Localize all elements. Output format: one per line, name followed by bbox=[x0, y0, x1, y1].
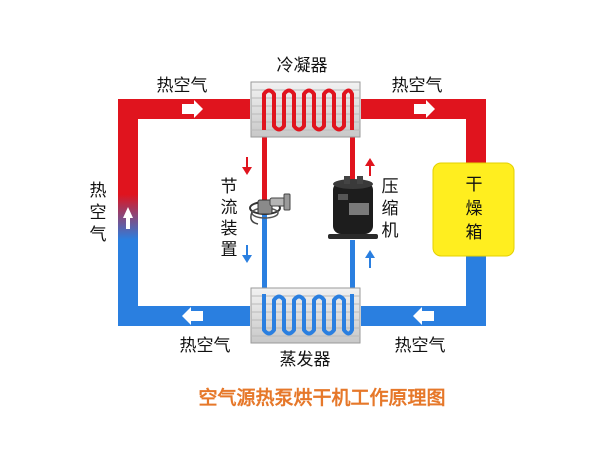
arrow-left-up-icon bbox=[123, 207, 133, 229]
arrow-top-right-icon bbox=[414, 100, 435, 118]
diagram-title: 空气源热泵烘干机工作原理图 bbox=[198, 386, 445, 409]
arrow-bottom-left-icon bbox=[182, 307, 203, 325]
condenser-label: 冷凝器 bbox=[277, 56, 328, 76]
compressor-label-char: 机 bbox=[382, 221, 399, 241]
hot-air-left-char: 热 bbox=[90, 181, 107, 201]
arrow-up-red-icon bbox=[365, 158, 375, 176]
evaporator-coil bbox=[250, 287, 361, 344]
hot-air-top-left-label: 热空气 bbox=[157, 76, 208, 96]
refrigerant-lines bbox=[262, 120, 355, 294]
dryer-label-char: 箱 bbox=[466, 223, 483, 243]
dryer-label-char: 燥 bbox=[466, 199, 483, 219]
compressor-label-char: 压 bbox=[382, 177, 399, 197]
arrow-icon bbox=[123, 100, 435, 325]
throttle-label-char: 装 bbox=[221, 219, 238, 239]
throttle-label-char: 节 bbox=[221, 177, 238, 197]
hot-air-bottom-right-label: 热空气 bbox=[395, 336, 446, 356]
arrow-down-red-icon bbox=[242, 157, 252, 175]
compressor-label-char: 缩 bbox=[382, 199, 399, 219]
arrow-top-left-icon bbox=[182, 100, 203, 118]
evaporator-tube bbox=[262, 294, 354, 336]
evaporator-label: 蒸发器 bbox=[280, 350, 331, 370]
expansion-valve-icon bbox=[249, 193, 291, 225]
refrigerant-flow-arrows bbox=[242, 157, 375, 268]
line-valve-to-evaporator bbox=[262, 212, 267, 294]
hot-air-left-char: 空 bbox=[90, 203, 107, 223]
hot-air-top-right-label: 热空气 bbox=[392, 76, 443, 96]
hot-air-bottom-left-label: 热空气 bbox=[180, 336, 231, 356]
arrow-up-blue-icon bbox=[365, 250, 375, 268]
dryer-label-char: 干 bbox=[466, 175, 483, 195]
line-evaporator-to-compressor bbox=[350, 240, 355, 294]
compressor-icon bbox=[328, 176, 378, 239]
arrow-bottom-right-icon bbox=[413, 307, 434, 325]
throttle-label-char: 置 bbox=[221, 240, 238, 260]
throttle-label-char: 流 bbox=[221, 198, 238, 218]
hot-air-left-char: 气 bbox=[90, 225, 107, 245]
condenser-coil bbox=[250, 81, 361, 138]
line-compressor-to-condenser bbox=[350, 120, 355, 182]
line-condenser-to-valve bbox=[262, 120, 267, 208]
dryer-box: 干 燥 箱 bbox=[432, 162, 515, 257]
condenser-tube bbox=[262, 88, 354, 132]
arrow-down-blue-icon bbox=[242, 245, 252, 263]
